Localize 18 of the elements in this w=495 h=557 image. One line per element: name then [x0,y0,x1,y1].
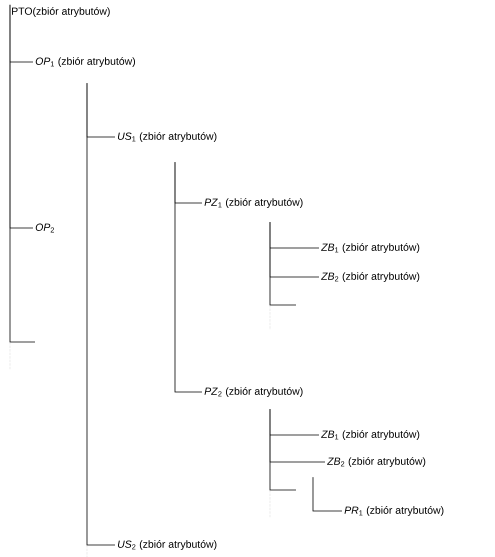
tree-label: ZB$_{2}$ (zbiór atrybutów) [321,272,420,282]
tree-label: PZ$_{2}$ (zbiór atrybutów) [204,387,303,397]
branch-line [174,162,202,392]
tree-label: US$_{2}$ (zbiór atrybutów) [118,540,216,550]
branch-line [86,82,116,546]
tree-label: PZ$_{1}$ (zbiór atrybutów) [204,198,303,208]
branch-line [270,408,296,490]
tree-label: ZB$_{1}$ (zbiór atrybutów) [321,430,420,440]
tree-label: OP$_{2}$ [36,224,54,232]
tree-label: ZB$_{2}$ (zbiór atrybutów) [327,457,426,467]
tree-label: PR$_{1}$ (zbiór atrybutów) [344,506,444,516]
tree-label: US$_{1}$ (zbiór atrybutów) [118,132,216,142]
branch-line [312,476,342,512]
branch-line [270,222,296,306]
tree-label: PTO(zbiór atrybutów) [12,7,110,17]
tree-label: ZB$_{1}$ (zbiór atrybutów) [321,243,420,253]
branch-line [10,4,36,342]
tree-label: OP$_{1}$ (zbiór atrybutów) [36,57,136,67]
